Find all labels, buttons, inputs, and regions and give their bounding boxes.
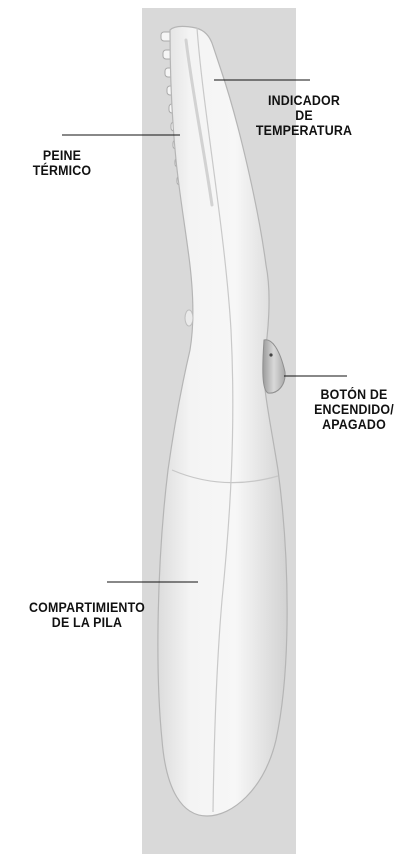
battery-compartment-label: COMPARTIMIENTO DE LA PILA bbox=[9, 600, 165, 630]
temperature-indicator-label: INDICADOR DE TEMPERATURA bbox=[240, 93, 369, 138]
power-button-dot bbox=[269, 353, 273, 357]
label-line: TEMPERATURA bbox=[255, 123, 353, 138]
label-line: DE LA PILA bbox=[51, 615, 123, 630]
temperature-indicator bbox=[184, 38, 214, 207]
power-button[interactable] bbox=[262, 339, 286, 394]
device-body bbox=[157, 25, 288, 817]
power-button-label: BOTÓN DE ENCENDIDO/ APAGADO bbox=[302, 387, 405, 432]
label-line: INDICADOR bbox=[267, 93, 341, 108]
label-line: COMPARTIMIENTO bbox=[29, 600, 145, 615]
side-nub bbox=[184, 309, 194, 327]
label-line: PEINE bbox=[42, 148, 82, 163]
thermal-comb-label: PEINE TÉRMICO bbox=[16, 148, 108, 178]
battery-compartment-seam bbox=[171, 469, 279, 484]
label-line: TÉRMICO bbox=[32, 163, 92, 178]
label-line: DE bbox=[295, 108, 313, 123]
label-line: ENCENDIDO/ bbox=[314, 402, 394, 417]
label-line: BOTÓN DE bbox=[320, 387, 388, 402]
body-seam bbox=[196, 27, 234, 813]
label-line: APAGADO bbox=[322, 417, 386, 432]
